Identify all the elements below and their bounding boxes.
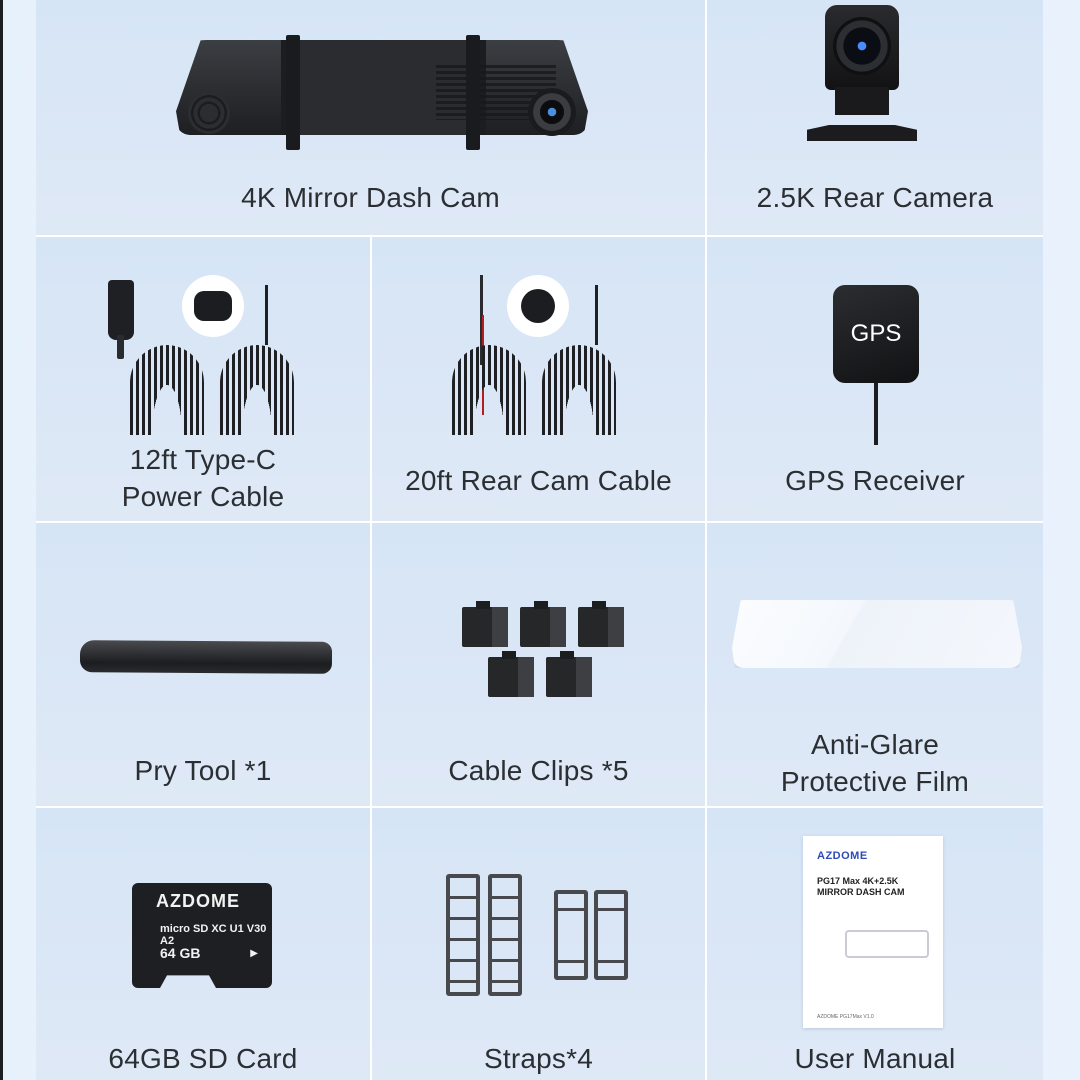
panel-label-line1: 12ft Type-C [129,444,277,475]
panel-rear-camera: 2.5K Rear Camera [707,0,1043,235]
front-lens-icon [528,88,576,136]
panel-user-manual: AZDOME PG17 Max 4K+2.5K MIRROR DASH CAM … [707,808,1043,1080]
sd-card-marks: micro SD XC U1 V30 A2 [160,923,267,947]
gps-receiver-image: GPS [833,285,923,450]
panel-label: Straps*4 [484,1043,593,1074]
4-pin-connector-bubble [507,275,569,337]
panel-label: GPS Receiver [785,465,965,496]
camera-lens-icon [833,17,891,75]
mirror-sketch-icon [845,930,929,958]
manual-footer: AZDOME PG17Max V1.0 [817,1014,874,1020]
panel-protective-film: Anti-Glare Protective Film [707,523,1043,806]
strap-long-icon [488,874,522,996]
cable-clip-icon [578,601,624,647]
panel-label: Pry Tool *1 [134,755,272,786]
panel-label: 20ft Rear Cam Cable [405,465,672,496]
panel-label: 2.5K Rear Camera [756,182,994,213]
panel-label-line2: Protective Film [780,766,970,797]
left-edge-strip [0,0,3,1080]
rear-cam-cable-image [452,275,642,435]
rear-camera-image [807,5,917,155]
package-contents-grid: 4K Mirror Dash Cam 2.5K Rear Camera 12ft… [36,0,1043,1080]
panel-rear-cam-cable: 20ft Rear Cam Cable [372,237,705,521]
panel-label: 64GB SD Card [108,1043,298,1074]
usb-port-bubble [182,275,244,337]
panel-label: User Manual [794,1043,956,1074]
panel-label-line2: Power Cable [121,481,285,512]
panel-pry-tool: Pry Tool *1 [36,523,370,806]
strap-short-icon [554,890,588,980]
gps-device-text: GPS [833,285,919,383]
strap-short-icon [594,890,628,980]
car-charger-plug-icon [108,280,134,340]
panel-cable-clips: Cable Clips *5 [372,523,705,806]
power-cable-image [100,275,294,435]
panel-straps: Straps*4 [372,808,705,1080]
manual-title: PG17 Max 4K+2.5K MIRROR DASH CAM [817,876,905,897]
sd-card-capacity: 64 GB [160,945,201,961]
sd-card-image: AZDOME micro SD XC U1 V30 A2 64 GB ▶ [132,883,272,988]
panel-gps-receiver: GPS GPS Receiver [707,237,1043,521]
cable-clip-icon [462,601,508,647]
panel-sd-card: AZDOME micro SD XC U1 V30 A2 64 GB ▶ 64G… [36,808,370,1080]
pry-tool-image [79,640,333,674]
manual-brand: AZDOME [817,850,868,862]
panel-label: 4K Mirror Dash Cam [241,182,500,213]
speaker-icon [188,92,230,134]
cable-clip-icon [488,651,534,697]
cable-clip-icon [520,601,566,647]
sd-card-arrow-icon: ▶ [250,948,258,959]
mirror-dash-cam-image [176,35,588,150]
panel-label: Cable Clips *5 [448,755,629,786]
right-margin [1043,0,1080,1080]
cable-clip-icon [546,651,592,697]
strap-long-icon [446,874,480,996]
panel-label-line1: Anti-Glare [810,729,940,760]
panel-mirror-dash-cam: 4K Mirror Dash Cam [36,0,705,235]
sd-card-brand: AZDOME [156,891,240,911]
panel-power-cable: 12ft Type-C Power Cable [36,237,370,521]
user-manual-image: AZDOME PG17 Max 4K+2.5K MIRROR DASH CAM … [803,836,943,1028]
protective-film-image [732,600,1022,668]
